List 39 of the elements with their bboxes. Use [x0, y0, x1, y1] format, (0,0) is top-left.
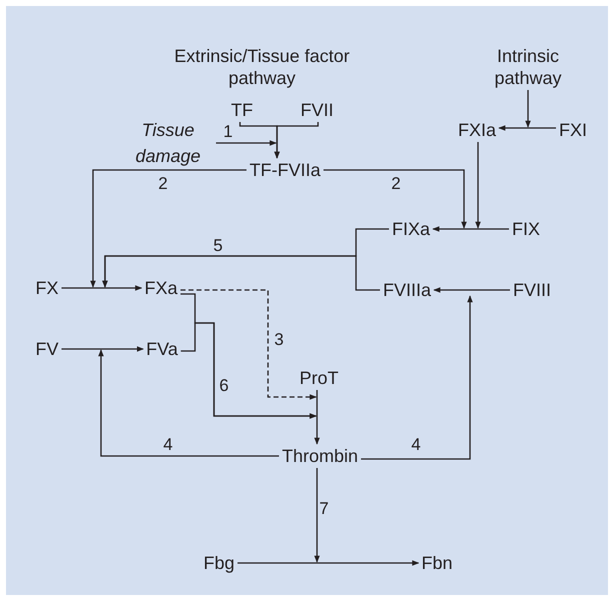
arrow [498, 125, 556, 131]
factor-label: FVIIIa [383, 279, 431, 301]
factor-label: FXI [559, 119, 587, 141]
arrow [180, 289, 317, 400]
factor-label: FXa [144, 277, 178, 299]
factor-label: FVa [146, 338, 178, 360]
arrow [361, 295, 473, 460]
factor-label: ProT [300, 367, 338, 389]
factor-label: FV [36, 338, 58, 360]
factor-label: FVII [300, 99, 334, 121]
arrow [62, 285, 142, 291]
factor-label: Fbn [421, 552, 453, 574]
arrow [432, 226, 509, 232]
arrow [62, 346, 144, 352]
factor-label: FIX [512, 218, 540, 240]
arrow [238, 560, 420, 566]
arrow [314, 468, 320, 563]
factor-label: Tissue damage [123, 117, 213, 169]
arrow [216, 140, 277, 146]
arrow [98, 349, 279, 457]
arrow [90, 169, 246, 288]
arrow [324, 169, 467, 229]
arrow [102, 255, 380, 291]
factor-label: TF [231, 99, 253, 121]
factor-label: Thrombin [282, 445, 358, 467]
factor-label: TF-FVIIa [250, 159, 320, 181]
arrow [433, 287, 510, 293]
factor-label: FVIII [513, 279, 551, 301]
factor-label: Intrinsic pathway [488, 45, 568, 89]
arrow [274, 122, 319, 159]
factor-label: Fbg [203, 552, 235, 574]
arrow [314, 390, 320, 445]
factor-label: FXIa [458, 119, 496, 141]
arrow [525, 90, 531, 128]
factor-label: FX [36, 277, 58, 299]
arrow [475, 142, 481, 229]
arrow [180, 322, 317, 419]
factor-label: FIXa [392, 218, 430, 240]
pathway-heading: Extrinsic/Tissue factor pathway [173, 45, 351, 89]
